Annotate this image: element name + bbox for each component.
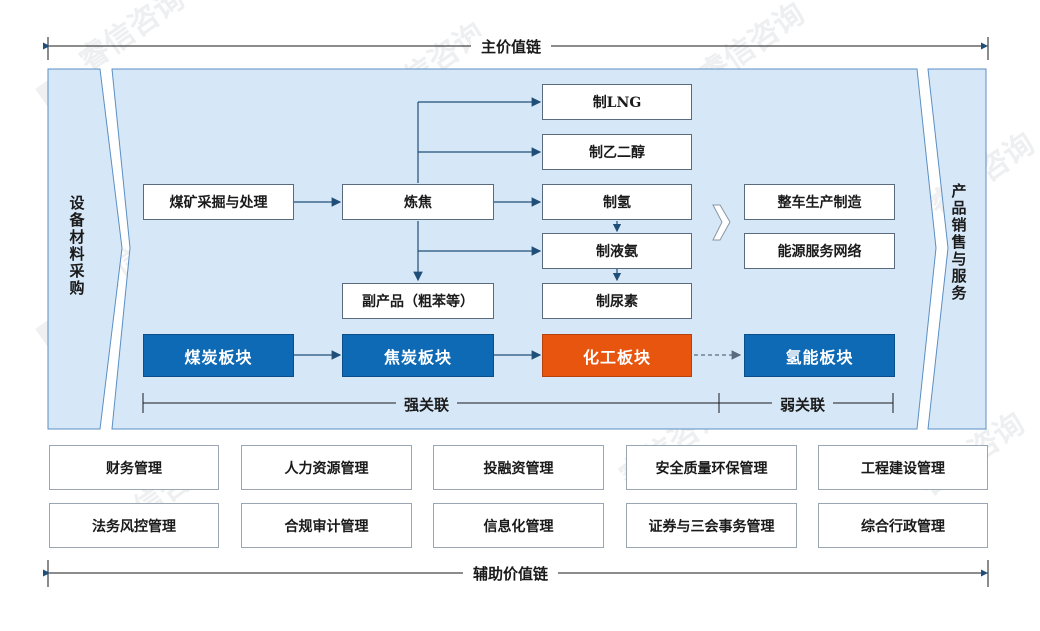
coal-segment: 煤炭板块 [143, 334, 294, 377]
energy-service-network-box: 能源服务网络 [744, 233, 895, 269]
right-column-shape [927, 68, 987, 430]
support-function-box: 证券与三会事务管理 [626, 503, 797, 548]
strong-relation-label: 强关联 [396, 394, 458, 415]
coking-box: 炼焦 [342, 184, 494, 220]
procurement-text: 设备材料采购 [67, 195, 86, 297]
support-function-box: 安全质量环保管理 [626, 445, 797, 490]
vehicle-manufacturing-box: 整车生产制造 [744, 184, 895, 220]
support-function-box: 工程建设管理 [818, 445, 988, 490]
left-column-label: 设备材料采购 [66, 195, 86, 302]
support-value-chain-label: 辅助价值链 [463, 563, 559, 584]
left-column-shape [47, 68, 123, 430]
chemical-segment: 化工板块 [542, 334, 692, 377]
lng-box: 制LNG [542, 84, 692, 120]
hydrogen-box: 制氢 [542, 184, 692, 220]
coke-segment: 焦炭板块 [342, 334, 494, 377]
support-function-box: 合规审计管理 [241, 503, 412, 548]
support-function-box: 信息化管理 [433, 503, 604, 548]
support-function-box: 财务管理 [49, 445, 219, 490]
right-column-label: 产品销售与服务 [947, 183, 969, 307]
liquid-ammonia-box: 制液氨 [542, 233, 692, 269]
downstream-chevron-icon [712, 204, 731, 241]
main-panel-shape [111, 68, 937, 430]
urea-box: 制尿素 [542, 283, 692, 319]
hydrogen-energy-segment: 氢能板块 [744, 334, 895, 377]
sales-service-text: 产品销售与服务 [949, 183, 968, 302]
ethylene-glycol-box: 制乙二醇 [542, 134, 692, 170]
support-function-box: 法务风控管理 [49, 503, 219, 548]
support-function-box: 综合行政管理 [818, 503, 988, 548]
main-value-chain-label: 主价值链 [471, 36, 552, 57]
byproducts-box: 副产品（粗苯等） [342, 283, 494, 319]
support-function-box: 人力资源管理 [241, 445, 412, 490]
weak-relation-label: 弱关联 [772, 394, 834, 415]
support-function-box: 投融资管理 [433, 445, 604, 490]
coal-mining-box: 煤矿采掘与处理 [143, 184, 294, 220]
